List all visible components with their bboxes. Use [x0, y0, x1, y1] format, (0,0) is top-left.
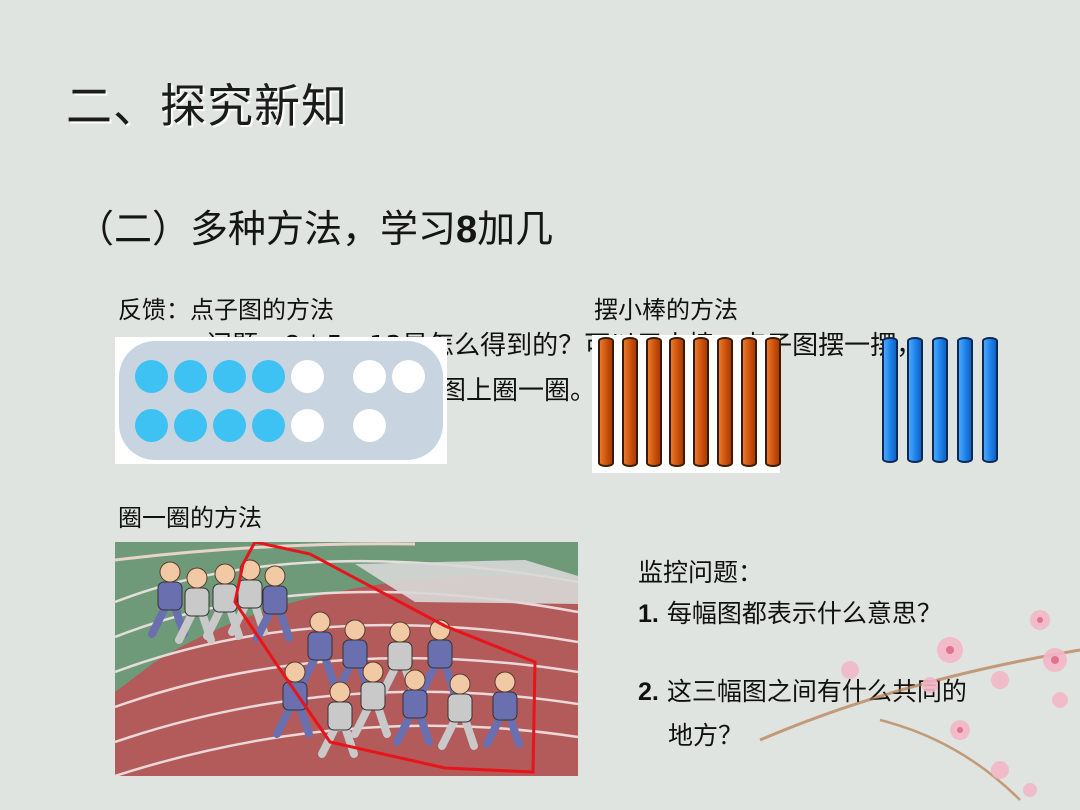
- question-2: 2. 这三幅图之间有什么共同的: [638, 677, 967, 706]
- blue-stick: [907, 337, 923, 463]
- runner-figure: [273, 661, 313, 738]
- blue-sticks-group: [876, 335, 998, 465]
- filled-dot: [135, 360, 168, 393]
- orange-stick: [740, 337, 757, 467]
- runner-figure: [318, 681, 358, 758]
- blue-stick: [982, 337, 998, 463]
- circle-outline: [233, 542, 537, 774]
- question-1: 1. 每幅图都表示什么意思？: [638, 599, 942, 628]
- dot-diagram: [115, 337, 447, 464]
- orange-stick: [717, 337, 733, 467]
- runner-figure: [148, 561, 188, 638]
- runner-figure: [351, 661, 391, 738]
- blue-stick: [932, 337, 948, 463]
- blue-stick: [957, 337, 973, 463]
- empty-dot: [353, 409, 386, 442]
- orange-stick: [621, 337, 638, 467]
- blue-stick: [882, 337, 898, 463]
- runner-figure: [438, 673, 478, 750]
- question-text-hidden-2: 图上圈一圈。: [440, 376, 597, 406]
- empty-dot: [353, 360, 386, 393]
- filled-dot: [213, 360, 246, 393]
- runner-figure: [298, 611, 338, 688]
- slide-title: 二、探究新知: [66, 79, 348, 133]
- empty-dot: [291, 360, 324, 393]
- empty-dot: [392, 360, 425, 393]
- feedback-label: 反馈：点子图的方法: [118, 296, 334, 324]
- orange-stick: [669, 337, 686, 467]
- orange-stick: [645, 337, 662, 467]
- orange-sticks-group: [592, 335, 781, 473]
- plum-blossom-decoration: [759, 610, 1080, 801]
- orange-stick: [598, 337, 614, 467]
- orange-stick: [764, 337, 781, 467]
- section-subtitle: （二）多种方法，学习8加几: [76, 207, 554, 251]
- sticks-label: 摆小棒的方法: [594, 296, 738, 324]
- question-2-continued: 地方？: [668, 721, 744, 750]
- runner-figure: [203, 563, 243, 640]
- runner-figure: [393, 669, 433, 746]
- empty-dot: [291, 409, 324, 442]
- filled-dot: [135, 409, 168, 442]
- runner-figure: [483, 671, 523, 748]
- filled-dot: [213, 409, 246, 442]
- track-scene: [115, 542, 578, 776]
- filled-dot: [174, 360, 207, 393]
- filled-dot: [174, 409, 207, 442]
- running-children-image: [115, 542, 578, 776]
- ten-frame: [119, 341, 443, 460]
- filled-dot: [252, 409, 285, 442]
- orange-stick: [693, 337, 710, 467]
- runner-figure: [253, 565, 293, 642]
- monitor-title: 监控问题：: [638, 558, 764, 587]
- filled-dot: [252, 360, 285, 393]
- runner-figure: [418, 619, 458, 696]
- circle-method-label: 圈一圈的方法: [118, 504, 262, 532]
